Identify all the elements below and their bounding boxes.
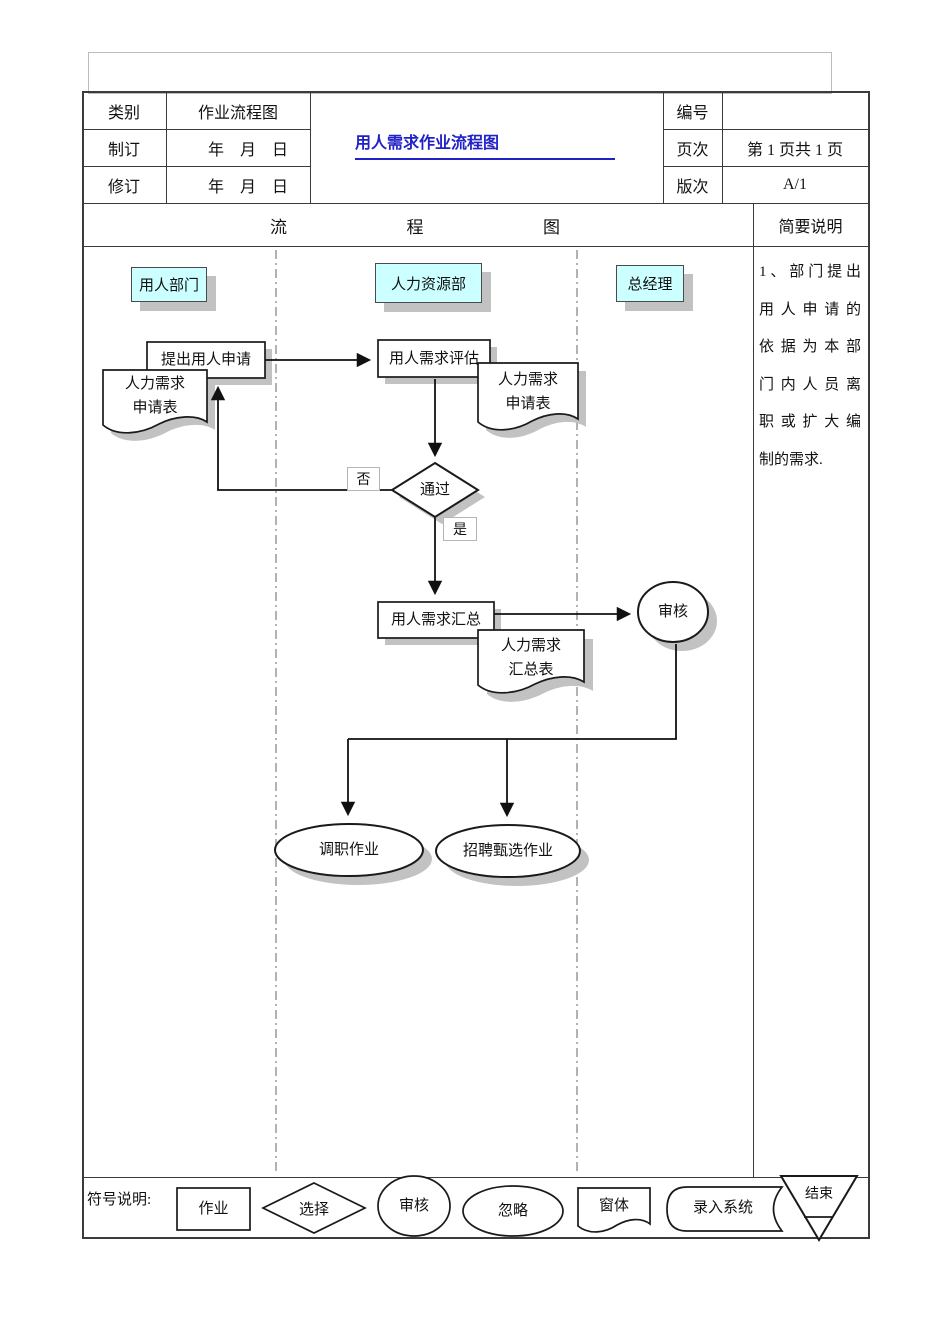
cell-draft-label: 制订 — [107, 141, 140, 159]
notes-line: 1、部门提出 — [759, 264, 861, 280]
notes-divider — [753, 203, 754, 1177]
cell-version-value: A/1 — [783, 175, 807, 193]
cell-category-value: 作业流程图 — [197, 104, 278, 122]
legend-end-label: 结束 — [805, 1187, 833, 1202]
grid-line — [663, 92, 664, 203]
lane-label-gm: 总经理 — [616, 265, 684, 302]
notes-line: 用人申请的 — [759, 301, 861, 318]
decision-no-label: 否 — [347, 467, 380, 491]
lane-label-hr: 人力资源部 — [375, 263, 482, 303]
document-title: 用人需求作业流程图 — [355, 135, 500, 152]
notes-line: 门内人员离 — [759, 376, 861, 393]
legend-ignore-label: 忽略 — [497, 1203, 528, 1219]
cell-number-value — [722, 92, 868, 129]
cell-draft-date: 年 月 日 — [207, 141, 288, 159]
cell-category-label: 类别 — [107, 104, 140, 122]
grid-line — [663, 166, 868, 167]
legend-input-label: 录入系统 — [692, 1200, 753, 1216]
notes-text: 1、部门提出 用人申请的 依据为本部 门内人员离 职或扩大编 制的需求. — [759, 254, 861, 479]
notes-section-header: 简要说明 — [778, 219, 843, 236]
cell-number-label: 编号 — [676, 104, 709, 122]
process-request-label: 提出用人申请 — [160, 352, 251, 368]
doc-request-right-line1: 人力需求 — [497, 372, 558, 388]
grid-line — [310, 92, 311, 203]
grid-line — [82, 246, 868, 247]
doc-request-left-line2: 申请表 — [132, 400, 178, 416]
grid-line — [82, 166, 310, 167]
legend-decision-label: 选择 — [298, 1202, 329, 1218]
lane-label-department: 用人部门 — [131, 267, 207, 302]
review-label: 审核 — [657, 604, 688, 620]
table-border-bottom — [82, 1237, 870, 1239]
decision-yes-label: 是 — [443, 517, 477, 541]
title-underline — [355, 158, 615, 160]
notes-line: 职或扩大编 — [759, 414, 861, 430]
process-summary-label: 用人需求汇总 — [390, 612, 481, 628]
decision-label: 通过 — [419, 482, 450, 498]
legend-title: 符号说明: — [87, 1192, 152, 1208]
cell-version-label: 版次 — [676, 178, 709, 196]
process-evaluate-label: 用人需求评估 — [388, 350, 479, 367]
flow-header-char: 程 — [406, 217, 424, 237]
notes-line: 制的需求. — [759, 451, 823, 468]
legend-process-label: 作业 — [198, 1201, 229, 1217]
grid-line — [166, 92, 167, 203]
flow-header-char: 图 — [543, 217, 560, 237]
grid-line — [663, 129, 868, 130]
legend-form-label: 窗体 — [598, 1198, 629, 1214]
grid-line — [722, 92, 723, 203]
table-border-right — [868, 91, 870, 1239]
cell-revise-date: 年 月 日 — [207, 178, 288, 196]
recruit-label: 招聘甄选作业 — [462, 843, 553, 859]
flow-header-char: 流 — [270, 217, 287, 237]
legend-top-line — [82, 1177, 868, 1178]
top-blank-box — [88, 52, 832, 94]
flowchart-section-header: 流 程 图 — [270, 203, 560, 247]
doc-request-right-line2: 申请表 — [505, 396, 551, 412]
doc-summary-line1: 人力需求 — [500, 638, 561, 654]
grid-line — [82, 129, 310, 130]
doc-request-left-line1: 人力需求 — [124, 376, 185, 392]
cell-page-label: 页次 — [676, 141, 709, 159]
grid-line — [82, 203, 868, 204]
legend-review-label: 审核 — [398, 1198, 429, 1214]
transfer-label: 调职作业 — [318, 842, 379, 858]
cell-page-value: 第 1 页共 1 页 — [746, 141, 843, 159]
cell-revise-label: 修订 — [107, 178, 140, 196]
notes-line: 依据为本部 — [759, 339, 861, 355]
doc-summary-line2: 汇总表 — [508, 662, 554, 678]
table-border-left — [82, 91, 84, 1239]
table-border-top — [82, 91, 870, 93]
